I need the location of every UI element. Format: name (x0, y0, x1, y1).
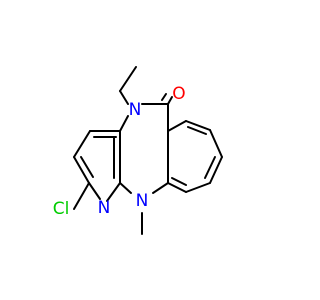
bond-ethyl-ch2-ch3 (119, 66, 137, 92)
atom-nitrogen-ethyl: N (129, 100, 142, 120)
bond-c2-n1 (88, 182, 101, 200)
bond-c3-c2-inner (80, 156, 94, 178)
bond-benzo-c2-c3 (185, 120, 211, 131)
bond-n-methyl-aryl (152, 182, 169, 194)
bond-n1-c10a (106, 182, 121, 202)
bond-n-c4a (119, 115, 129, 132)
bond-carbonyl-c-o (167, 96, 173, 105)
bond-carbonyl-c-o-double (161, 93, 167, 101)
bond-benzo-c4-c5-inner (204, 156, 216, 179)
atom-oxygen: O (172, 84, 185, 104)
bond-c10a-n-methyl (119, 182, 132, 194)
bond-benzo-c6-c1-inner (171, 177, 187, 186)
atom-nitrogen-pyridine: N (98, 198, 111, 218)
molecule-structure: O N N N Cl (53, 66, 223, 235)
bond-benzo-c6-c1 (167, 182, 187, 193)
atom-nitrogen-methyl: N (136, 191, 149, 211)
bond-c4-c3 (73, 130, 91, 158)
bond-benzo-c2-c3-inner (187, 126, 207, 135)
atom-chlorine: Cl (53, 199, 70, 219)
bond-benzo-c1-c2 (167, 120, 187, 132)
bond-benzo-c4-c5 (209, 156, 223, 184)
bond-n-ethyl-ch2 (119, 90, 129, 105)
bond-c2-cl (73, 182, 90, 210)
bond-c3-c2 (73, 156, 90, 184)
bond-benzo-c5-c6 (185, 182, 211, 193)
bond-benzo-c3-c4 (209, 129, 223, 158)
